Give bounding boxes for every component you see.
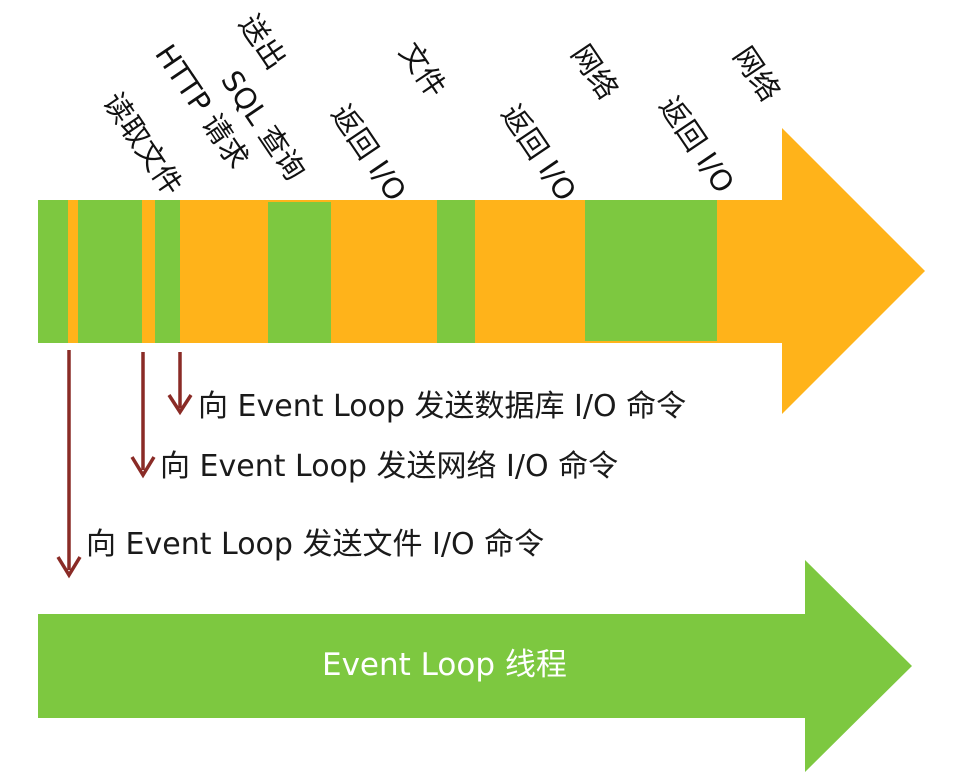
busy-segment <box>268 202 331 343</box>
main-thread-arrow <box>38 128 925 414</box>
command-label-file: 向 Event Loop 发送文件 I/O 命令 <box>86 527 545 562</box>
busy-segment <box>38 200 68 343</box>
command-label-network: 向 Event Loop 发送网络 I/O 命令 <box>160 449 619 484</box>
busy-segment <box>155 200 180 343</box>
command-arrow-network <box>130 352 156 479</box>
busy-segment <box>437 200 475 343</box>
busy-segment <box>585 200 717 341</box>
busy-segment <box>78 200 142 343</box>
command-arrow-file <box>56 350 82 579</box>
command-arrow-database <box>167 352 193 416</box>
command-label-database: 向 Event Loop 发送数据库 I/O 命令 <box>198 389 687 424</box>
event-loop-thread-label: Event Loop 线程 <box>322 647 567 683</box>
event-loop-thread-arrow <box>38 560 912 772</box>
